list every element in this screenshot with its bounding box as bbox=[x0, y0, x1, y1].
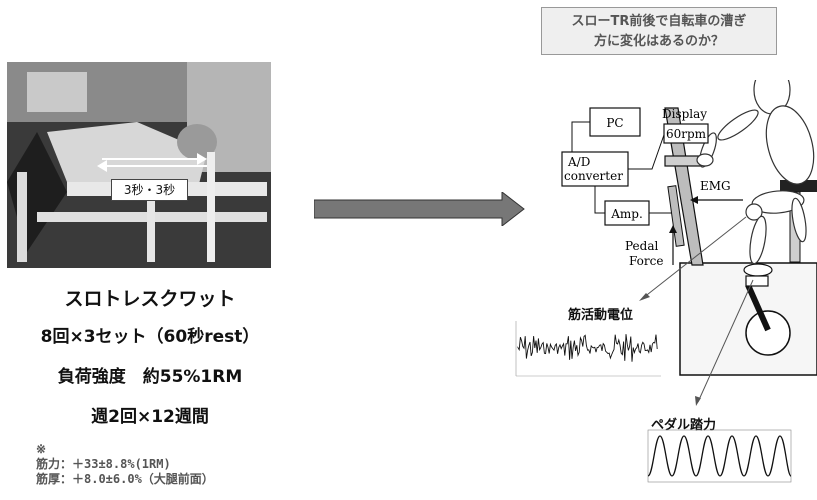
load-intensity: 負荷強度 約55%1RM bbox=[0, 362, 300, 387]
note-mark: ※ bbox=[36, 442, 46, 457]
ad-label-2: converter bbox=[564, 169, 623, 183]
squat-photo bbox=[7, 62, 271, 268]
emg-signal-plot bbox=[506, 316, 666, 386]
emg-label: EMG bbox=[700, 179, 731, 193]
big-right-arrow bbox=[314, 192, 526, 226]
crank-wheel bbox=[746, 311, 790, 355]
ad-display-line bbox=[628, 132, 665, 169]
display-title: Display bbox=[662, 107, 707, 121]
ad-label-1: A/D bbox=[567, 155, 590, 169]
frequency: 週2回×12週間 bbox=[0, 402, 300, 427]
pedal-label-1: Pedal bbox=[625, 239, 658, 253]
amp-label: Amp. bbox=[610, 207, 643, 221]
ad-amp-line bbox=[595, 186, 605, 213]
note-thickness: 筋厚：＋8.0±6.0%（大腿前面） bbox=[36, 472, 214, 487]
note-strength: 筋力：＋33±8.8%(1RM) bbox=[36, 457, 171, 472]
question-line-2: 方に変化はあるのか？ bbox=[542, 32, 776, 52]
force-trace bbox=[648, 436, 791, 476]
research-question: スローTR前後で自転車の漕ぎ 方に変化はあるのか？ bbox=[541, 7, 777, 55]
pedal-sensor bbox=[746, 276, 768, 286]
pedal-label-2: Force bbox=[629, 254, 663, 268]
pc-label: PC bbox=[606, 116, 623, 130]
sets-reps: 8回×3セット（60秒rest） bbox=[0, 322, 300, 347]
display-value: 60rpm bbox=[666, 127, 707, 141]
emg-trace bbox=[518, 334, 657, 362]
pedal-force-plot bbox=[636, 428, 796, 496]
rider-figure bbox=[696, 80, 817, 265]
question-line-1: スローTR前後で自転車の漕ぎ bbox=[542, 12, 776, 32]
pedal bbox=[744, 264, 772, 276]
exercise-title: スロトレスクワット bbox=[0, 284, 300, 311]
pc-ad-line bbox=[572, 122, 590, 152]
tempo-label: 3秒・3秒 bbox=[111, 179, 188, 201]
